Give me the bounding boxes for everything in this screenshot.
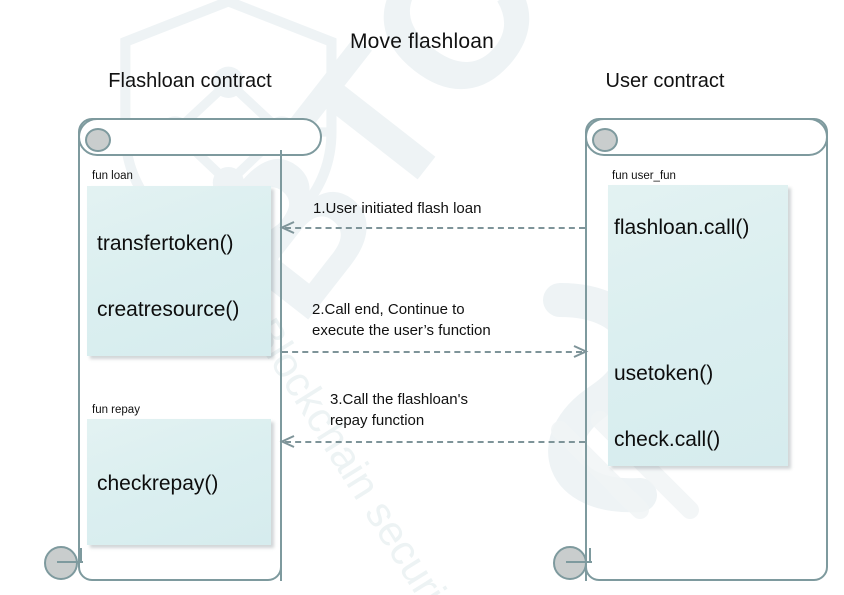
message-line-3 xyxy=(285,441,585,443)
activation-line-check-call: check.call() xyxy=(614,428,721,451)
end-marker-stub-icon xyxy=(80,548,82,563)
activation-line-transfertoken: transfertoken() xyxy=(97,232,234,255)
message-line-2 xyxy=(282,351,582,353)
contract-header-pill-user xyxy=(585,118,828,156)
activation-line-usetoken: usetoken() xyxy=(614,362,714,385)
end-marker-circle-icon xyxy=(44,546,78,580)
page-title: Move flashloan xyxy=(349,30,495,53)
message-label-3: 3.Call the flashloan's repay function xyxy=(330,389,468,431)
activation-box-fun-repay: checkrepay() xyxy=(87,419,271,545)
message-label-1: 1.User initiated flash loan xyxy=(313,200,482,217)
contract-header-pill-flashloan xyxy=(78,118,322,156)
activation-caption-fun-repay: fun repay xyxy=(92,404,140,416)
contract-knob-icon-user xyxy=(592,128,618,152)
lifeline-end-marker-flashloan xyxy=(44,546,83,580)
message-label-3-line2: repay function xyxy=(330,412,425,429)
message-label-3-line1: 3.Call the flashloan's xyxy=(330,391,468,408)
activation-line-flashloan-call: flashloan.call() xyxy=(614,216,750,239)
contract-knob-icon-flashloan xyxy=(85,128,111,152)
activation-caption-fun-loan: fun loan xyxy=(92,170,133,182)
message-arrowhead-right-2 xyxy=(573,345,589,359)
column-heading-user: User contract xyxy=(605,70,725,92)
activation-caption-fun-user-fun: fun user_fun xyxy=(612,170,676,182)
activation-line-creatresource: creatresource() xyxy=(97,298,240,321)
activation-line-checkrepay: checkrepay() xyxy=(97,472,219,495)
end-marker-circle-icon xyxy=(553,546,587,580)
column-heading-flashloan: Flashloan contract xyxy=(108,70,272,92)
end-marker-stub-icon xyxy=(589,548,591,563)
activation-box-fun-user-fun: flashloan.call() usetoken() check.call() xyxy=(608,185,788,466)
lifeline-user xyxy=(585,150,587,581)
message-line-1 xyxy=(285,227,585,229)
message-label-2: 2.Call end, Continue to execute the user’… xyxy=(312,299,491,341)
message-arrowhead-left-3 xyxy=(279,435,295,449)
message-label-2-line1: 2.Call end, Continue to xyxy=(312,301,465,318)
activation-box-fun-loan: transfertoken() creatresource() xyxy=(87,186,271,356)
message-arrowhead-left-1 xyxy=(279,221,295,235)
end-marker-bar-icon xyxy=(57,561,83,563)
message-label-2-line2: execute the user’s function xyxy=(312,322,491,339)
end-marker-bar-icon xyxy=(566,561,592,563)
lifeline-end-marker-user xyxy=(553,546,592,580)
lifeline-flashloan xyxy=(280,150,282,581)
